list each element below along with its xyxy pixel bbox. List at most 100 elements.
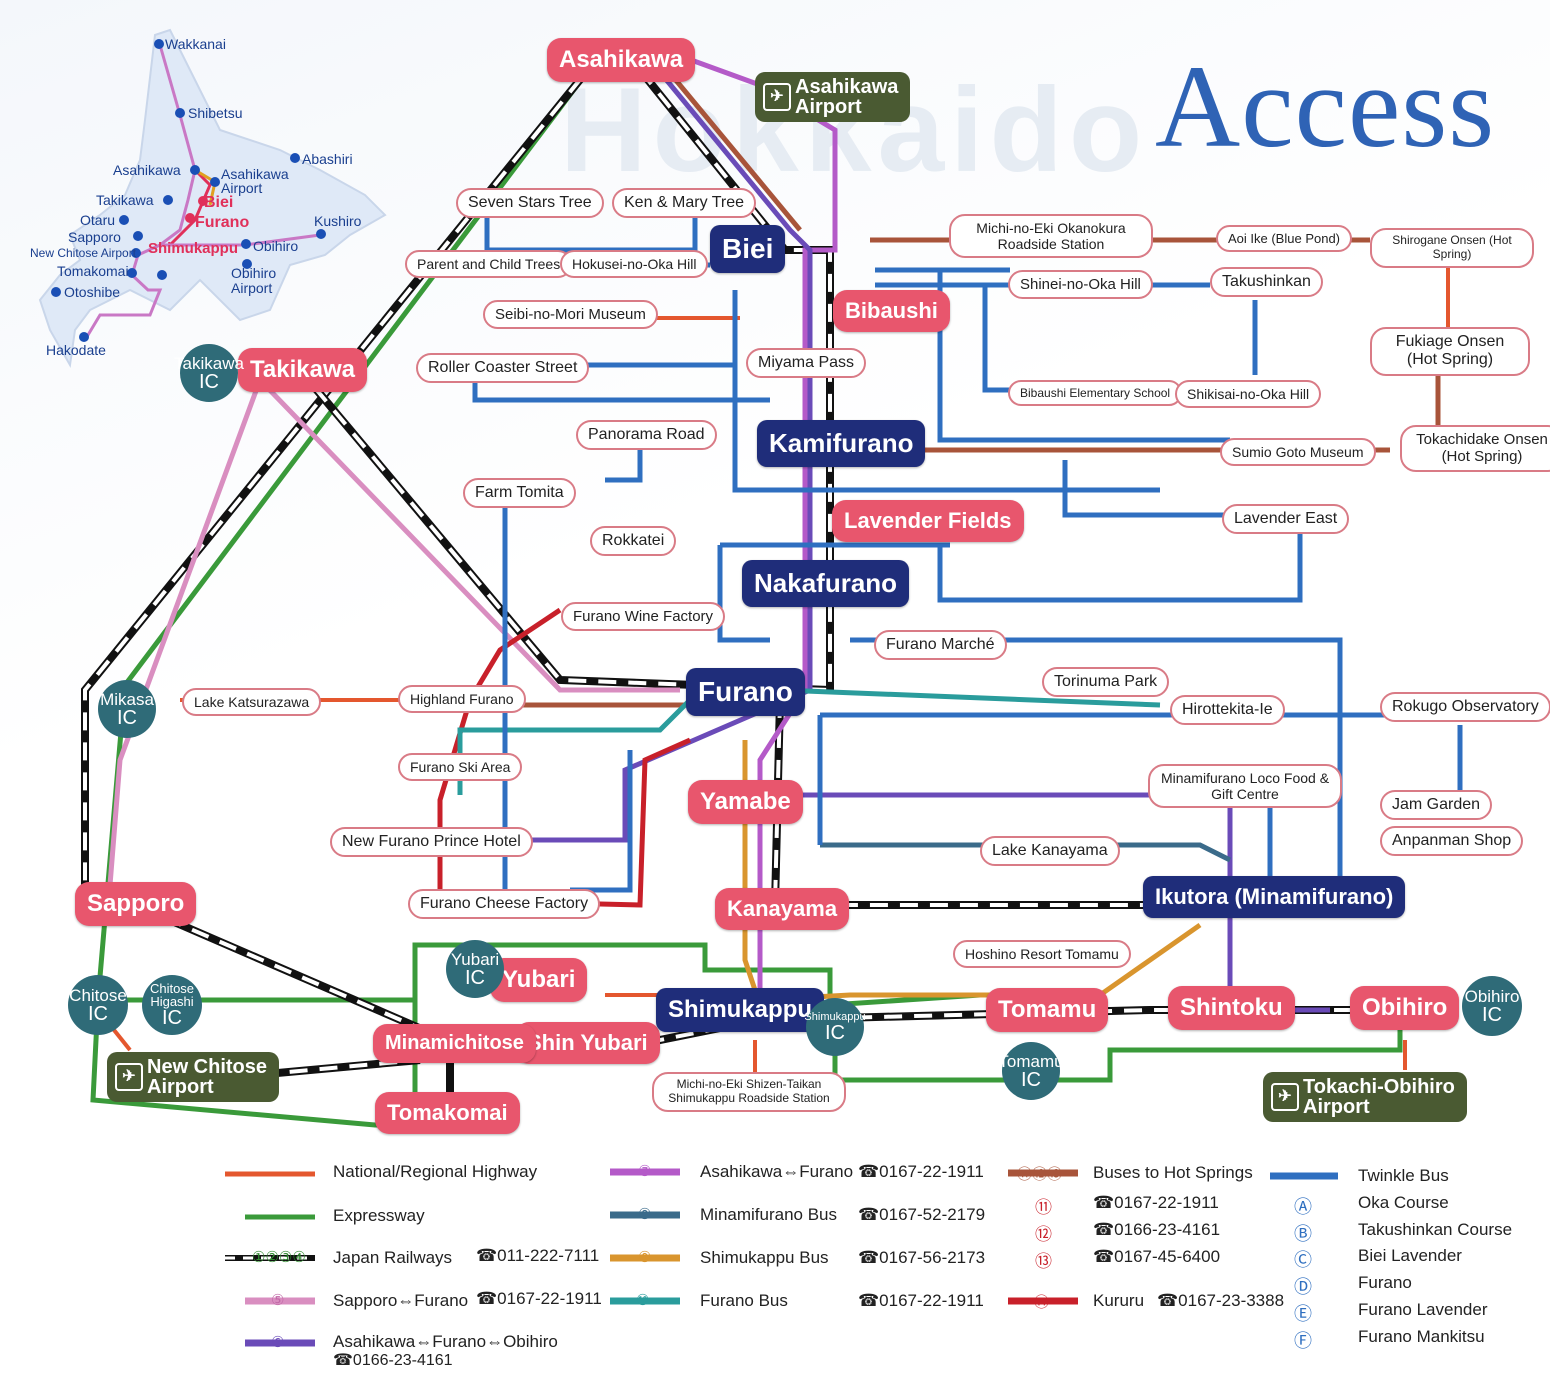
legend-hot-11-mark: ⑪ — [1035, 1198, 1052, 1217]
inset-label: Asahikawa — [113, 162, 181, 178]
station-shimukappu: Shimukappu — [656, 988, 825, 1032]
ic-label-line: Higashi — [150, 994, 194, 1009]
legend-r9-number: ⑨ — [638, 1249, 652, 1266]
legend-r9-tel: ☎0167-56-2173 — [858, 1248, 986, 1267]
spot-label: Lake Kanayama — [980, 836, 1120, 866]
legend-hot-13-mark: ⑬ — [1035, 1252, 1052, 1271]
spot-label: Seibi-no-Mori Museum — [483, 300, 658, 329]
airport-label-line: Airport — [147, 1076, 214, 1098]
inset-label: Obihiro Airport — [231, 265, 277, 296]
spot-label: Rokugo Observatory — [1380, 692, 1550, 722]
inset-label: Wakkanai — [165, 36, 226, 52]
legend-highway: National/Regional Highway — [333, 1162, 538, 1181]
course-name: Furano — [1358, 1273, 1412, 1293]
station-tomakomai: Tomakomai — [375, 1092, 520, 1134]
inset-label: Asahikawa Airport — [221, 166, 289, 196]
station-kanayama: Kanayama — [715, 888, 850, 930]
ic-label-line: Mikasa — [100, 689, 154, 709]
inset-label: Kushiro — [314, 213, 362, 229]
course-mark: Ⓕ — [1294, 1330, 1312, 1351]
airplane-icon: ✈ — [115, 1063, 143, 1091]
legend-hot: Buses to Hot Springs — [1093, 1163, 1253, 1182]
spot-label: Takushinkan — [1210, 267, 1323, 297]
course-name: Furano Lavender — [1358, 1299, 1488, 1319]
inset-label: Biei — [204, 194, 234, 211]
legend-r5-number: ⑤ — [271, 1292, 285, 1309]
spot-label: Sumio Goto Museum — [1220, 438, 1376, 466]
ic-label-line: IC — [88, 1002, 108, 1025]
legend-hot-12-tel: ☎0166-23-4161 — [1093, 1220, 1221, 1239]
spot-label: New Furano Prince Hotel — [330, 827, 533, 857]
legend-jr: Japan Railways — [333, 1248, 453, 1267]
spot-label: Lake Katsurazawa — [182, 688, 322, 716]
airport-label-line: Asahikawa — [795, 76, 899, 98]
ic-label-line: Takikawa — [174, 353, 244, 373]
spot-label: Ken & Mary Tree — [612, 188, 757, 218]
ic-label-line: Shimukappu — [804, 1010, 866, 1023]
page-title: Access — [1155, 41, 1496, 172]
station-bibaushi: Bibaushi — [833, 290, 950, 332]
spot-label: Hirottekita-Ie — [1170, 695, 1285, 725]
station-ikutora: Ikutora (Minamifurano) — [1143, 876, 1406, 918]
legend-r14-tel: ☎0167-23-3388 — [1157, 1291, 1285, 1310]
spot-label: Jam Garden — [1380, 790, 1493, 820]
legend-hot-11-tel: ☎0167-22-1911 — [1093, 1193, 1219, 1212]
legend-r7: Asahikawa⇔Furano — [700, 1162, 854, 1181]
station-shintoku: Shintoku — [1168, 986, 1295, 1030]
inset-label: Tomakomai — [57, 263, 129, 279]
spot-label: Furano Marché — [874, 630, 1007, 660]
legend-r14-number: ⑭ — [1034, 1294, 1050, 1311]
legend-jr-tel: ☎011-222-7111 — [476, 1246, 600, 1265]
legend-jr-numbers: ①②③④ — [252, 1249, 306, 1266]
legend-hot-12-mark: ⑫ — [1035, 1225, 1052, 1244]
spot-label: Minamifurano Loco Food & Gift Centre — [1148, 764, 1342, 809]
spot-label: Highland Furano — [398, 685, 526, 713]
spot-label: Michi-no-Eki Shizen-Taikan Shimukappu Ro… — [652, 1072, 846, 1112]
legend-r6-tel: ☎0166-23-4161 — [333, 1352, 453, 1369]
airplane-icon: ✈ — [763, 83, 791, 111]
spot-label: Michi-no-Eki Okanokura Roadside Station — [949, 214, 1153, 259]
inset-label: Obihiro — [253, 238, 299, 254]
ic-label-line: Obihiro — [1464, 986, 1520, 1006]
legend-r14: Kururu — [1093, 1291, 1145, 1310]
airport-label-line: Tokachi-Obihiro — [1303, 1076, 1455, 1098]
inset-label: Otaru — [80, 212, 116, 228]
station-minamichitose: Minamichitose — [373, 1024, 536, 1063]
station-takikawa: Takikawa — [238, 348, 367, 392]
ic-label-line: IC — [465, 966, 485, 989]
spot-label: Hokusei-no-Oka Hill — [560, 250, 709, 278]
inset-label: Shimukappu — [148, 240, 239, 257]
legend-r10-number: ⑩ — [636, 1292, 650, 1309]
inset-label: Takikawa — [96, 192, 154, 208]
station-lavender-fields: Lavender Fields — [832, 500, 1024, 542]
station-shin-yubari: Shin Yubari — [515, 1022, 660, 1064]
airport-label-line: Airport — [795, 96, 862, 118]
legend-r8-tel: ☎0167-52-2179 — [858, 1205, 986, 1224]
legend-r8-number: ⑧ — [638, 1206, 652, 1223]
ic-label-line: IC — [825, 1021, 845, 1044]
legend-swatches — [225, 1168, 1338, 1347]
course-mark: Ⓔ — [1294, 1303, 1312, 1324]
spot-label: Lavender East — [1222, 504, 1350, 534]
legend-r9: Shimukappu Bus — [700, 1248, 829, 1267]
ic-label-line: Yubari — [450, 949, 500, 969]
ic-label-line: IC — [162, 1007, 182, 1029]
hokkaido-inset-map — [38, 28, 387, 369]
course-name: Biei Lavender — [1358, 1246, 1462, 1266]
legend-expressway: Expressway — [333, 1206, 425, 1225]
inset-label: Abashiri — [302, 151, 353, 167]
legend-r6: Asahikawa⇔Furano⇔Obihiro — [333, 1332, 558, 1351]
station-kamifurano: Kamifurano — [757, 420, 926, 467]
route-8-line — [820, 842, 1232, 863]
route-5-line — [107, 375, 680, 886]
spot-label: Furano Cheese Factory — [408, 889, 601, 919]
course-name: Takushinkan Course — [1358, 1219, 1513, 1239]
course-mark: Ⓒ — [1294, 1250, 1312, 1271]
legend-r5-tel: ☎0167-22-1911 — [476, 1289, 602, 1308]
ic-label-line: IC — [117, 706, 137, 729]
